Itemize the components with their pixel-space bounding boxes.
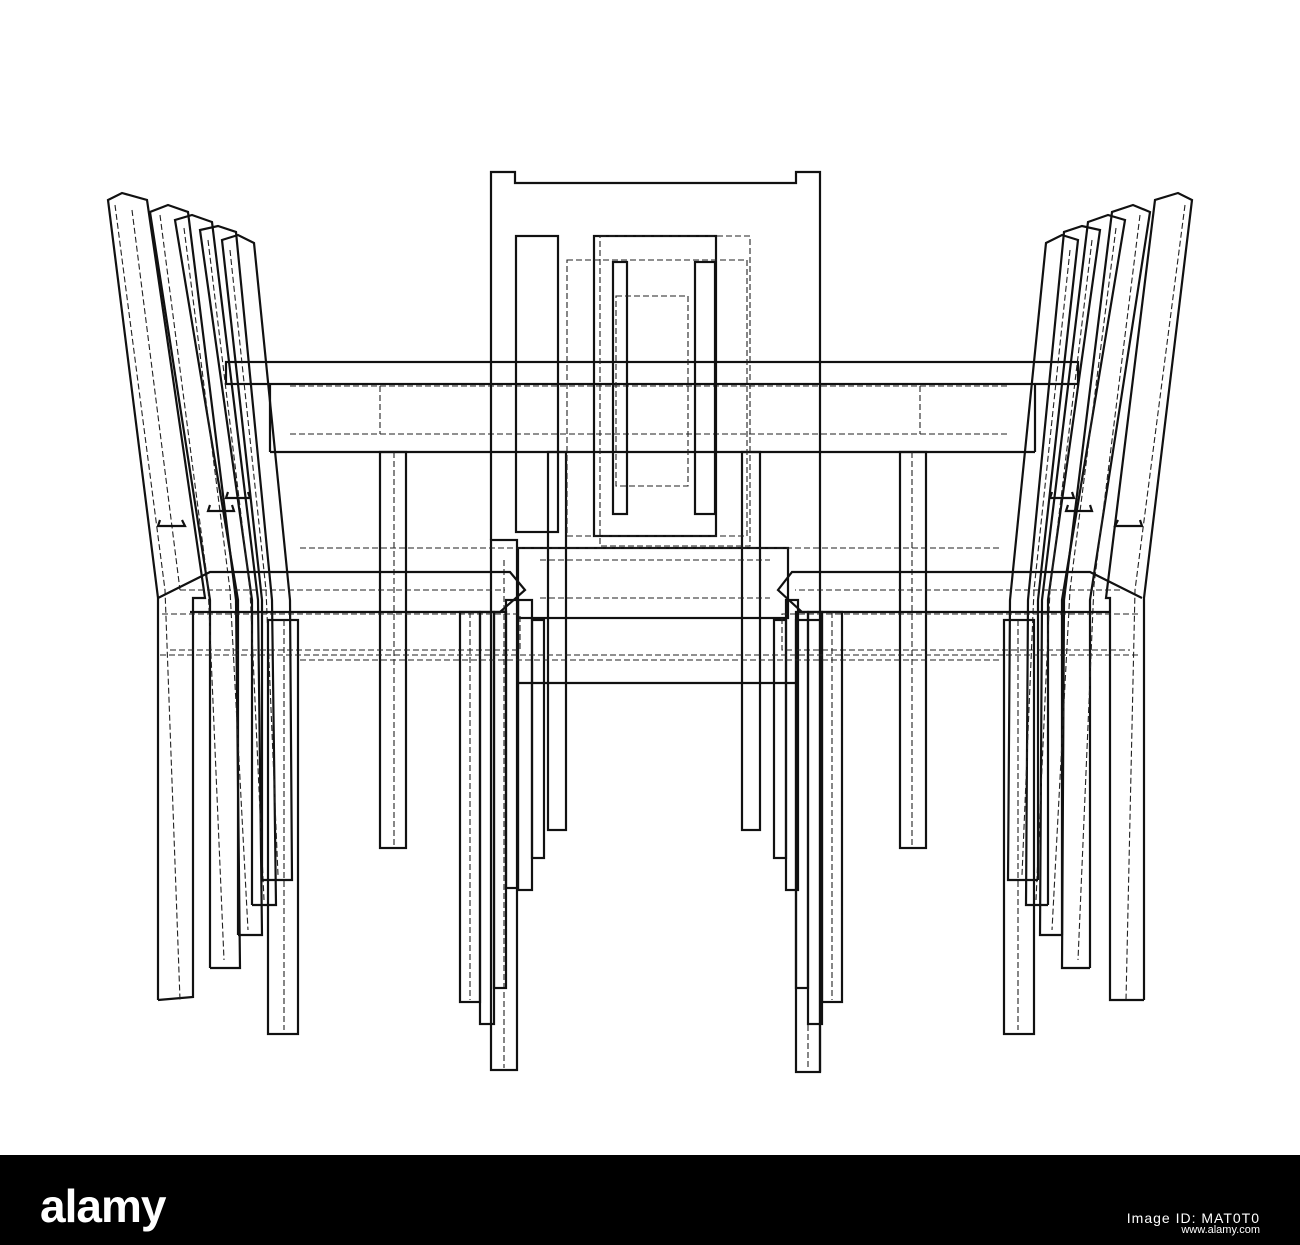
brand-name: alamy [40,1180,166,1232]
watermark-bar [0,1155,1300,1245]
site-url: www.alamy.com [1181,1224,1260,1236]
center-chair [489,170,822,1074]
brand-wordmark: alamy [40,1180,166,1232]
wireframe-drawing [106,170,1194,1074]
right-chairs [776,191,1194,1036]
stretchers [160,547,1140,661]
image-id: Image ID: MAT0T0 [1126,1210,1260,1226]
dining-table [224,360,1080,850]
left-chairs [106,191,527,1036]
